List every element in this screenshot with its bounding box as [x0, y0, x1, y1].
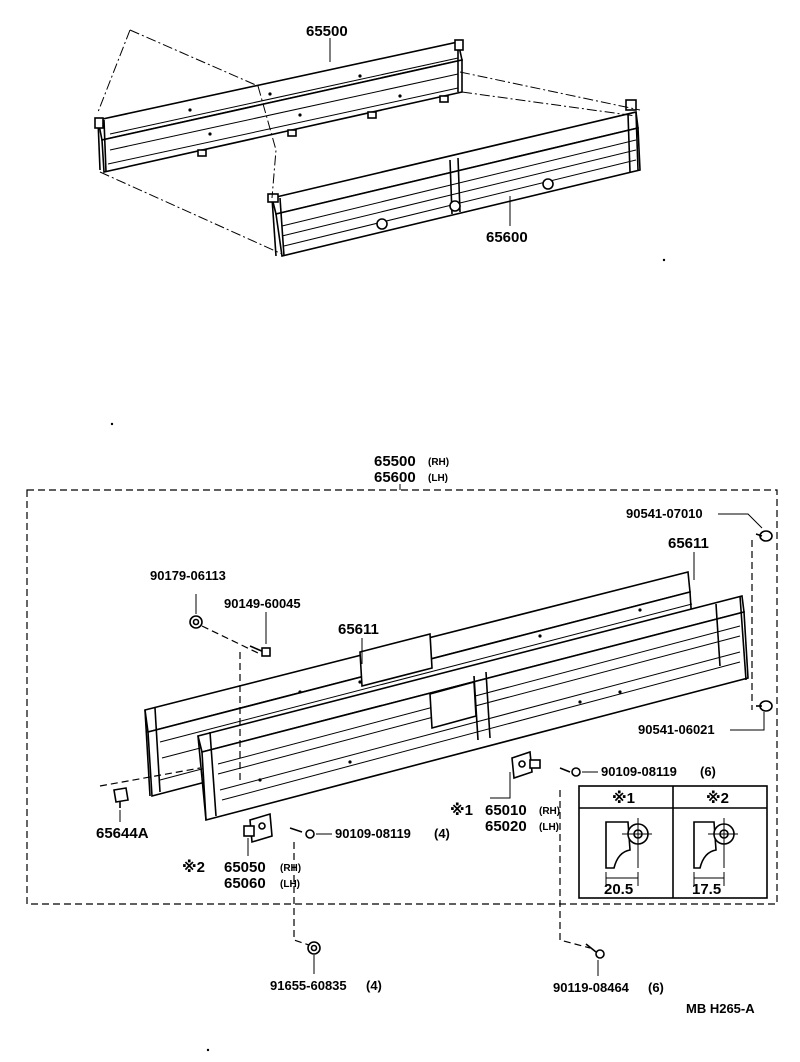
- label-bolt-left-qty: (4): [434, 826, 450, 841]
- label-nut: 90179-06113: [150, 568, 226, 583]
- label-hinge2-rh: 65050: [224, 859, 266, 876]
- label-hinge1-rh: 65010: [485, 802, 527, 819]
- bolt-left-icon: [289, 827, 315, 839]
- side-panel-rh: [94, 39, 464, 173]
- rivet-icon: [307, 941, 321, 955]
- hinge-2-icon: [243, 812, 273, 844]
- detail-boundary: [26, 489, 778, 905]
- label-hinge2-rh-side: (RH): [280, 863, 301, 874]
- label-hinge2-lh-side: (LH): [280, 879, 300, 890]
- label-panel-front: 65611: [338, 621, 379, 638]
- inset-col2-heading: ※2: [706, 789, 729, 807]
- label-stopper-bottom: 90541-06021: [638, 722, 715, 737]
- detail-header-65500: 65500: [374, 453, 416, 470]
- bolt-icon: [249, 645, 271, 657]
- side-panel-lh: [267, 99, 641, 257]
- detail-header-rh: (RH): [428, 457, 449, 468]
- detail-header-65600: 65600: [374, 469, 416, 486]
- detail-header-lh: (LH): [428, 473, 448, 484]
- label-hinge1-lh: 65020: [485, 818, 527, 835]
- hinge-dimension-inset: ※1 ※2 20.5 17.5: [578, 785, 768, 899]
- label-rivet: 91655-60835: [270, 978, 347, 993]
- bolt-bottom-icon: [585, 943, 605, 959]
- label-bolt-right-qty: (6): [700, 764, 716, 779]
- clip-icon: [113, 787, 129, 808]
- label-bolt-right: 90109-08119: [601, 764, 677, 779]
- hinge-1-icon: [511, 750, 541, 780]
- label-hinge2-mark: ※2: [182, 858, 205, 876]
- top-assembly-view: 65500 65600: [94, 23, 666, 426]
- label-hinge1-mark: ※1: [450, 801, 473, 819]
- inset-col1-heading: ※1: [612, 789, 635, 807]
- top-label-65500: 65500: [306, 23, 348, 40]
- label-hinge2-lh: 65060: [224, 875, 266, 892]
- inset-dim-1: 20.5: [604, 881, 633, 898]
- stopper-top-icon: [755, 530, 773, 542]
- bolt-right-icon: [559, 767, 581, 777]
- top-label-65600: 65600: [486, 229, 528, 246]
- label-hinge1-rh-side: (RH): [539, 806, 560, 817]
- detail-panels: [144, 570, 749, 822]
- label-stopper-top: 90541-07010: [626, 506, 703, 521]
- stopper-bottom-icon: [756, 700, 773, 712]
- label-clip: 65644A: [96, 825, 149, 842]
- label-bolt-bottom: 90119-08464: [553, 980, 630, 995]
- label-bolt-top: 90149-60045: [224, 596, 301, 611]
- label-bolt-left: 90109-08119: [335, 826, 411, 841]
- label-rivet-qty: (4): [366, 978, 382, 993]
- label-bolt-bottom-qty: (6): [648, 980, 664, 995]
- nut-icon: [189, 615, 203, 629]
- inset-dim-2: 17.5: [692, 881, 721, 898]
- diagram-code: MB H265-A: [686, 1001, 755, 1016]
- label-hinge1-lh-side: (LH): [539, 822, 559, 833]
- label-panel-rear: 65611: [668, 535, 709, 552]
